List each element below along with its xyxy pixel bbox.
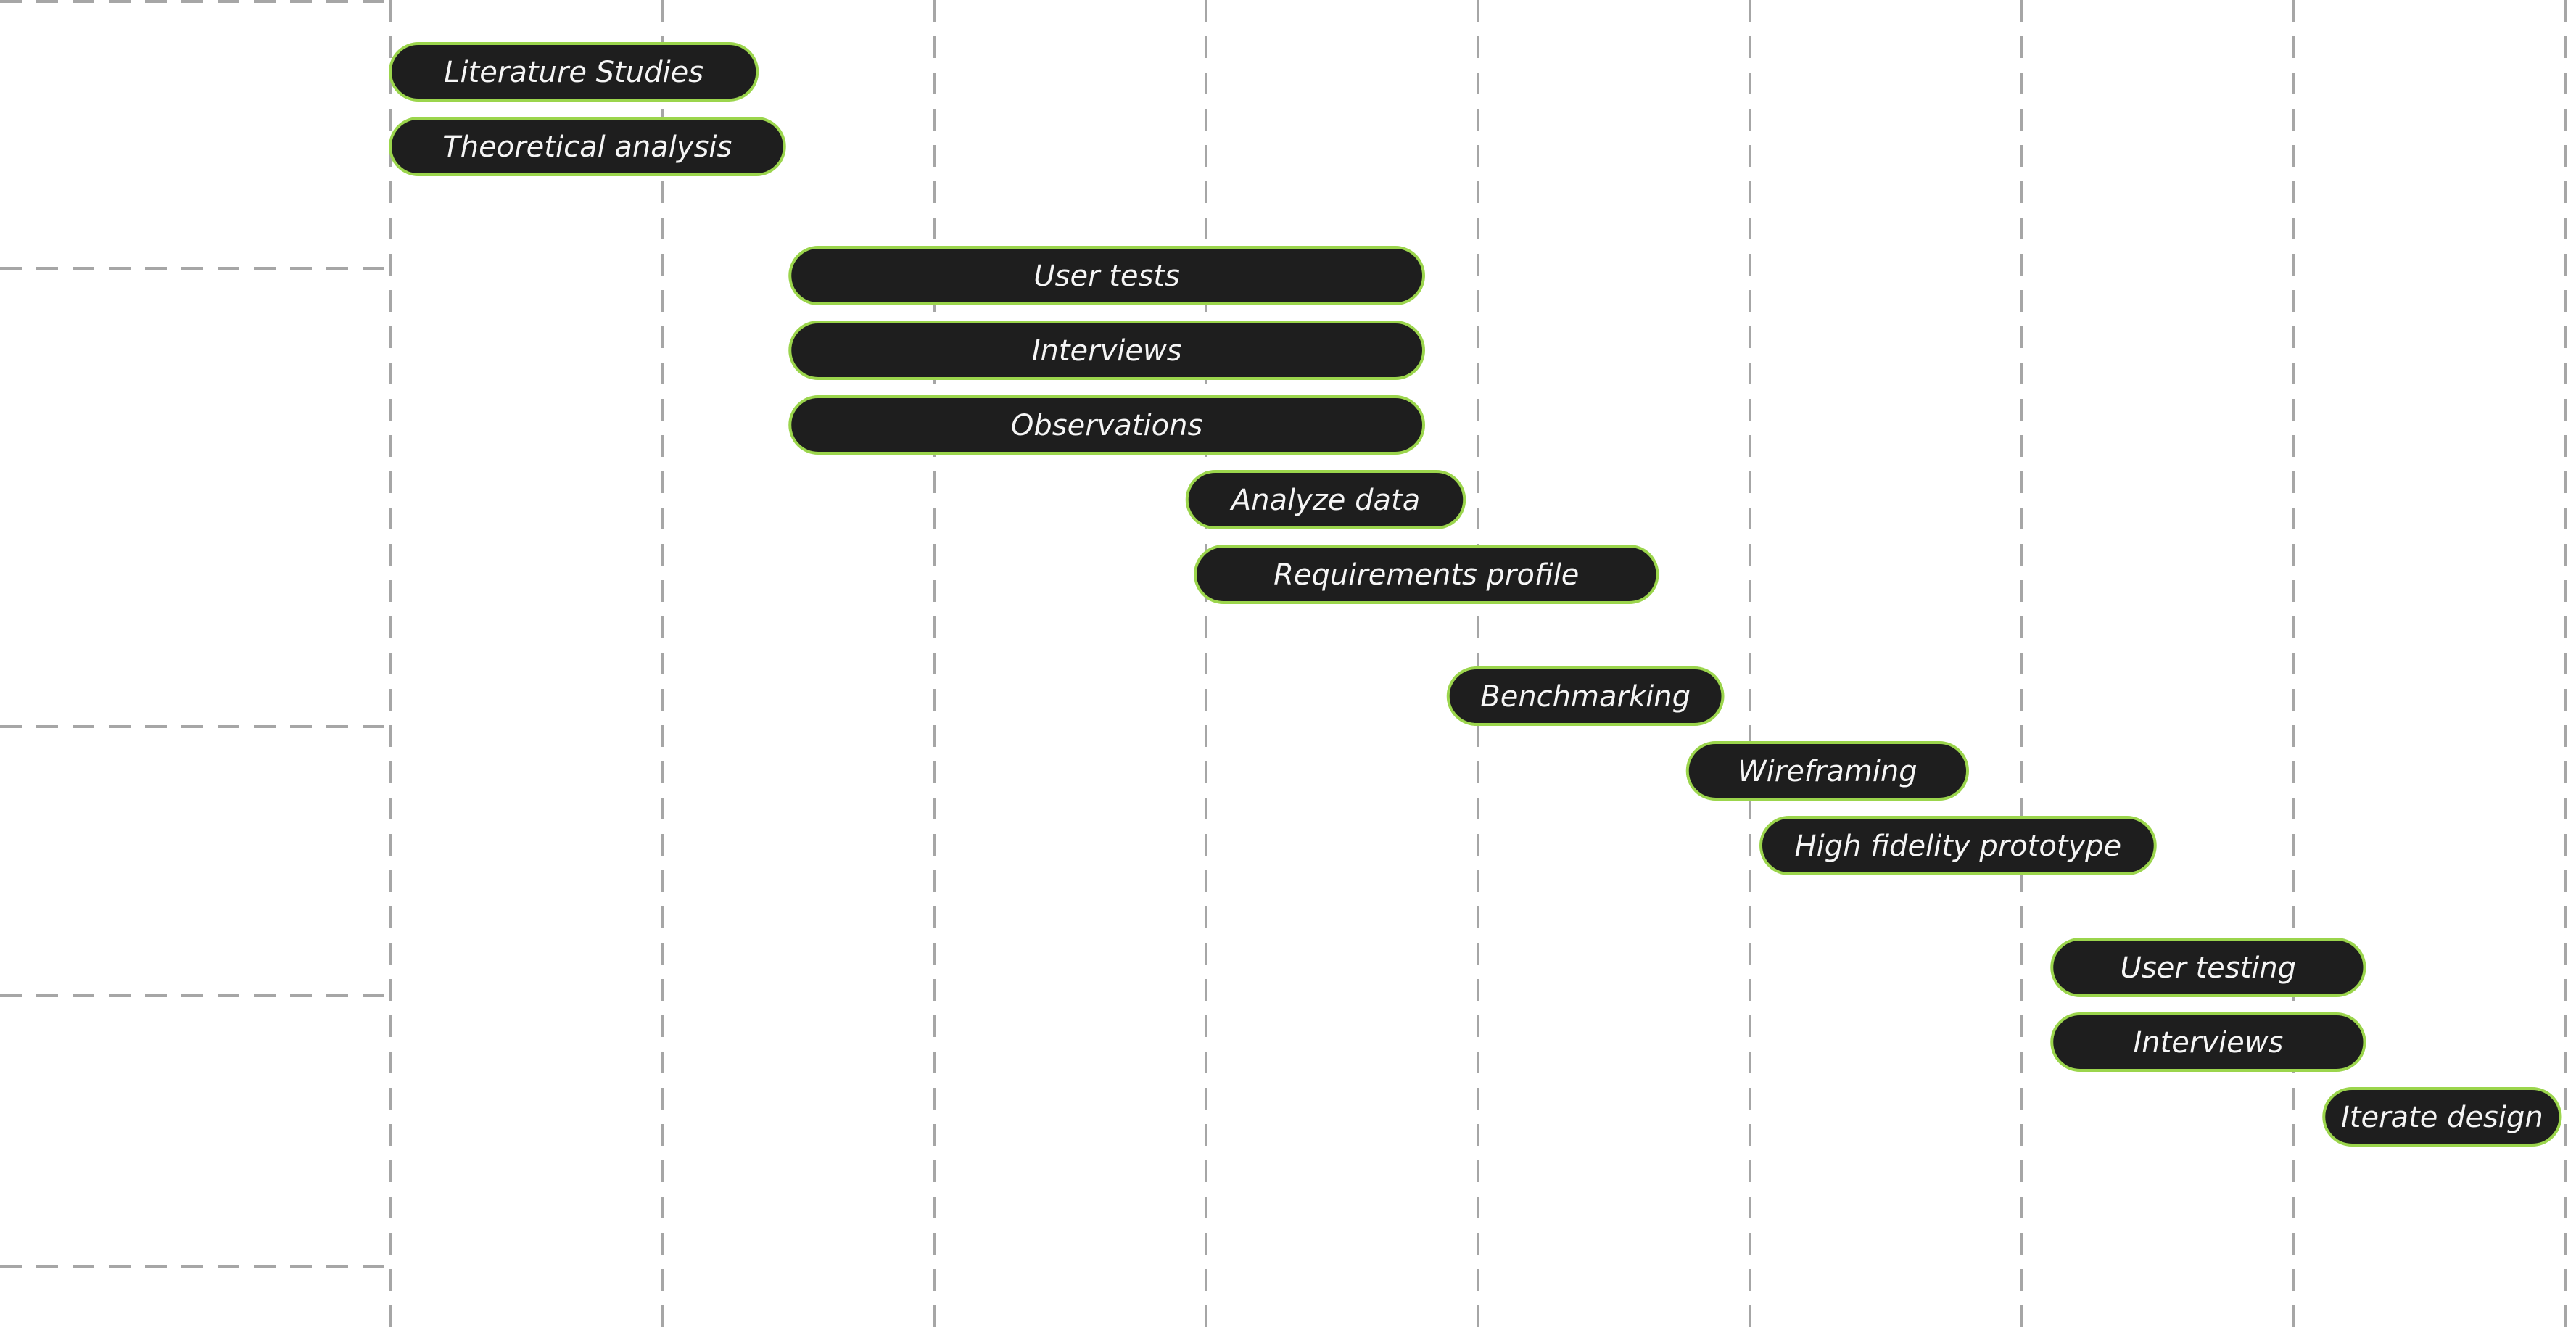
task-bar: Observations (788, 395, 1425, 455)
task-label: User testing (2121, 951, 2297, 985)
task-label: Literature Studies (444, 56, 703, 89)
task-bar-shape (1446, 666, 1725, 726)
task-bar-shape (788, 395, 1425, 455)
task-bar: Interviews (788, 321, 1425, 380)
task-bar: Literature Studies (389, 42, 759, 102)
task-bar-shape (1685, 741, 1969, 801)
task-bar: User tests (788, 246, 1425, 305)
task-label: High fidelity prototype (1795, 830, 2122, 863)
task-label: Analyze data (1229, 484, 1420, 517)
task-bar: Interviews (2050, 1012, 2366, 1072)
task-bar: Iterate design (2322, 1087, 2562, 1147)
task-label: Interviews (2133, 1026, 2283, 1060)
task-label: Theoretical analysis (442, 131, 732, 164)
task-bar-shape (389, 42, 759, 102)
task-bar-shape (2050, 1012, 2366, 1072)
task-bar-shape (1194, 545, 1659, 604)
task-bar: Theoretical analysis (389, 117, 786, 176)
task-label: Benchmarking (1480, 680, 1690, 714)
task-label: Interviews (1032, 334, 1182, 368)
task-label: Wireframing (1738, 755, 1917, 788)
task-bar: Requirements profile (1194, 545, 1659, 604)
task-bar: User testing (2050, 938, 2366, 997)
task-bar: Analyze data (1185, 470, 1466, 529)
task-bar-shape (1759, 816, 2157, 875)
task-bar: High fidelity prototype (1759, 816, 2157, 875)
task-bar-shape (788, 321, 1425, 380)
task-bar-shape (1185, 470, 1466, 529)
task-bar: Benchmarking (1446, 666, 1725, 726)
task-label: Observations (1011, 409, 1202, 442)
task-label: User tests (1033, 260, 1180, 293)
task-label: Iterate design (2341, 1101, 2543, 1134)
task-bar-shape (788, 246, 1425, 305)
task-label: Requirements profile (1273, 558, 1579, 592)
task-bar-shape (2322, 1087, 2562, 1147)
task-bar: Wireframing (1685, 741, 1969, 801)
task-bar-shape (2050, 938, 2366, 997)
task-bar-shape (389, 117, 786, 176)
